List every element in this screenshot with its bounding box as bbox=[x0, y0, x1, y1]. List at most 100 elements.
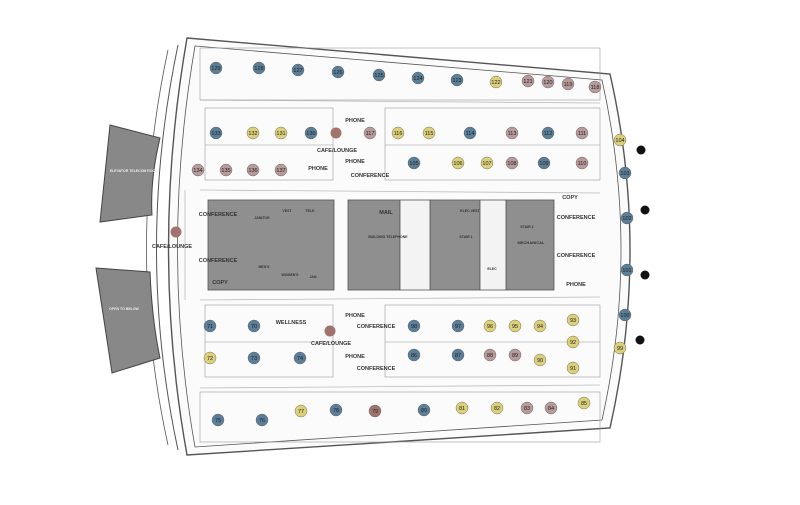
office-81[interactable]: 81 bbox=[455, 401, 469, 415]
office-marker-115[interactable] bbox=[422, 126, 436, 140]
office-85[interactable]: 85 bbox=[577, 396, 591, 410]
office-marker-105[interactable] bbox=[407, 156, 421, 170]
office-137[interactable]: 137 bbox=[274, 163, 288, 177]
office-71[interactable]: 71 bbox=[203, 319, 217, 333]
office-96[interactable]: 96 bbox=[483, 319, 497, 333]
office-106[interactable]: 106 bbox=[451, 156, 465, 170]
office-marker-122[interactable] bbox=[489, 75, 503, 89]
office-126[interactable]: 126 bbox=[331, 65, 345, 79]
office-118[interactable]: 118 bbox=[588, 80, 602, 94]
office-83[interactable]: 83 bbox=[520, 401, 534, 415]
office-78[interactable]: 78 bbox=[329, 403, 343, 417]
office-111[interactable]: 111 bbox=[575, 126, 589, 140]
office-99[interactable]: 99 bbox=[613, 341, 627, 355]
office-127[interactable]: 127 bbox=[291, 63, 305, 77]
office-70[interactable]: 70 bbox=[247, 319, 261, 333]
office-74[interactable]: 74 bbox=[293, 351, 307, 365]
office-128[interactable]: 128 bbox=[252, 61, 266, 75]
office-marker-108[interactable] bbox=[505, 156, 519, 170]
office-76[interactable]: 76 bbox=[255, 413, 269, 427]
office-marker-99[interactable] bbox=[613, 341, 627, 355]
office-marker-119[interactable] bbox=[561, 77, 575, 91]
office-77[interactable]: 77 bbox=[294, 404, 308, 418]
office-122[interactable]: 122 bbox=[489, 75, 503, 89]
office-marker-84[interactable] bbox=[544, 401, 558, 415]
office-marker-116[interactable] bbox=[391, 126, 405, 140]
office-marker-130[interactable] bbox=[304, 126, 318, 140]
office-marker-96[interactable] bbox=[483, 319, 497, 333]
office-marker-75[interactable] bbox=[211, 413, 225, 427]
office-marker-76[interactable] bbox=[255, 413, 269, 427]
office-120[interactable]: 120 bbox=[541, 75, 555, 89]
office-119[interactable]: 119 bbox=[561, 77, 575, 91]
office-marker-93[interactable] bbox=[566, 313, 580, 327]
office-105[interactable]: 105 bbox=[407, 156, 421, 170]
office-marker-109[interactable] bbox=[537, 156, 551, 170]
office-113[interactable]: 113 bbox=[505, 126, 519, 140]
office-marker-110[interactable] bbox=[575, 156, 589, 170]
office-marker-121[interactable] bbox=[521, 74, 535, 88]
office-marker-104[interactable] bbox=[613, 133, 627, 147]
office-107[interactable]: 107 bbox=[480, 156, 494, 170]
office-marker-71[interactable] bbox=[203, 319, 217, 333]
office-marker-134[interactable] bbox=[191, 163, 205, 177]
office-marker-102[interactable] bbox=[620, 211, 634, 225]
office-marker-107[interactable] bbox=[480, 156, 494, 170]
office-marker-89[interactable] bbox=[508, 348, 522, 362]
office-72[interactable]: 72 bbox=[203, 351, 217, 365]
office-131[interactable]: 131 bbox=[274, 126, 288, 140]
office-90[interactable]: 90 bbox=[533, 353, 547, 367]
office-marker-74[interactable] bbox=[293, 351, 307, 365]
office-marker-113[interactable] bbox=[505, 126, 519, 140]
office-marker-136[interactable] bbox=[246, 163, 260, 177]
office-75[interactable]: 75 bbox=[211, 413, 225, 427]
office-marker-103[interactable] bbox=[618, 166, 632, 180]
office-95[interactable]: 95 bbox=[508, 319, 522, 333]
office-101[interactable]: 101 bbox=[620, 263, 634, 277]
office-108[interactable]: 108 bbox=[505, 156, 519, 170]
office-136[interactable]: 136 bbox=[246, 163, 260, 177]
office-marker-70[interactable] bbox=[247, 319, 261, 333]
office-104[interactable]: 104 bbox=[613, 133, 627, 147]
office-92[interactable]: 92 bbox=[566, 335, 580, 349]
office-marker-80[interactable] bbox=[417, 403, 431, 417]
office-124[interactable]: 124 bbox=[411, 71, 425, 85]
office-marker-126[interactable] bbox=[331, 65, 345, 79]
office-marker-132[interactable] bbox=[246, 126, 260, 140]
office-91[interactable]: 91 bbox=[566, 361, 580, 375]
office-89[interactable]: 89 bbox=[508, 348, 522, 362]
office-123[interactable]: 123 bbox=[450, 73, 464, 87]
office-86[interactable]: 86 bbox=[407, 348, 421, 362]
office-110[interactable]: 110 bbox=[575, 156, 589, 170]
office-marker-124[interactable] bbox=[411, 71, 425, 85]
office-marker-101[interactable] bbox=[620, 263, 634, 277]
office-130[interactable]: 130 bbox=[304, 126, 318, 140]
office-102[interactable]: 102 bbox=[620, 211, 634, 225]
office-marker-114[interactable] bbox=[463, 126, 477, 140]
office-marker-95[interactable] bbox=[508, 319, 522, 333]
office-117[interactable]: 117 bbox=[363, 126, 377, 140]
office-116[interactable]: 116 bbox=[391, 126, 405, 140]
office-marker-117[interactable] bbox=[363, 126, 377, 140]
office-marker-72[interactable] bbox=[203, 351, 217, 365]
office-129[interactable]: 129 bbox=[209, 61, 223, 75]
office-125[interactable]: 125 bbox=[372, 68, 386, 82]
office-marker-129[interactable] bbox=[209, 61, 223, 75]
office-100[interactable]: 100 bbox=[618, 308, 632, 322]
office-marker-120[interactable] bbox=[541, 75, 555, 89]
office-133[interactable]: 133 bbox=[209, 126, 223, 140]
office-marker-88[interactable] bbox=[483, 348, 497, 362]
office-93[interactable]: 93 bbox=[566, 313, 580, 327]
cafe-marker-cafe-top[interactable] bbox=[330, 127, 342, 139]
office-97[interactable]: 97 bbox=[451, 319, 465, 333]
cafe-marker-cafe-bottom[interactable] bbox=[324, 325, 336, 337]
office-marker-85[interactable] bbox=[577, 396, 591, 410]
office-82[interactable]: 82 bbox=[490, 401, 504, 415]
office-73[interactable]: 73 bbox=[247, 351, 261, 365]
office-marker-137[interactable] bbox=[274, 163, 288, 177]
office-marker-91[interactable] bbox=[566, 361, 580, 375]
office-marker-97[interactable] bbox=[451, 319, 465, 333]
office-marker-90[interactable] bbox=[533, 353, 547, 367]
office-109[interactable]: 109 bbox=[537, 156, 551, 170]
office-marker-83[interactable] bbox=[520, 401, 534, 415]
